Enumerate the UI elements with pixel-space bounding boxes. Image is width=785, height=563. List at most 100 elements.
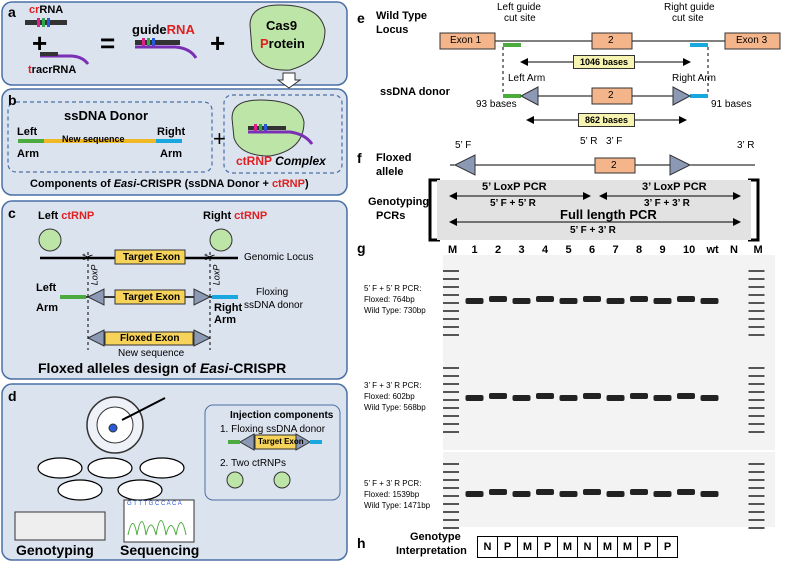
- gel-band: [465, 395, 484, 401]
- lane-label: 4: [542, 244, 549, 256]
- floxed-label: Floxed: [376, 152, 412, 164]
- lane-label: wt: [706, 244, 719, 256]
- gel-band: [653, 298, 672, 304]
- right-arm-label: Arm: [160, 148, 183, 160]
- marker-band: [443, 407, 459, 409]
- floxed-exon-label: Floxed Exon: [120, 333, 180, 344]
- gel-band: [606, 395, 625, 401]
- marker-band: [748, 503, 765, 505]
- genotype-call: P: [663, 541, 672, 553]
- marker-band: [748, 270, 765, 272]
- gel-band: [630, 296, 648, 302]
- marker-band: [748, 487, 765, 489]
- gel-band: [606, 491, 625, 497]
- loxp-left: LoxP: [89, 264, 100, 286]
- allele-label: allele: [376, 166, 404, 178]
- tracrrna-label: tracrRNA: [28, 64, 77, 76]
- gel-band: [653, 491, 672, 497]
- gel-band: [653, 395, 672, 401]
- marker-band: [443, 383, 459, 385]
- pair-5f3r: 5’ F + 3’ R: [570, 225, 616, 236]
- marker-band: [443, 375, 459, 377]
- marker-band: [748, 391, 765, 393]
- primer-5f: 5’ F: [455, 140, 472, 151]
- lane-label: 5: [565, 244, 572, 256]
- genotyping-label: Genotyping: [16, 542, 94, 558]
- bases-91: 91 bases: [711, 99, 752, 110]
- gel-band: [512, 298, 531, 304]
- locus-label: Locus: [376, 24, 409, 36]
- gel-band: [489, 296, 507, 302]
- target-exon-d: Target Exon: [258, 437, 304, 446]
- genotype-label: Genotype: [410, 531, 461, 543]
- primer-5r: 5’ R: [580, 136, 598, 147]
- marker-band: [443, 286, 459, 288]
- lane-label: 10: [683, 244, 696, 256]
- c-left-label: Left: [36, 282, 57, 294]
- crrna-label: crRNA: [29, 4, 64, 16]
- genotype-call: P: [538, 537, 558, 557]
- gel-band: [489, 393, 507, 399]
- marker-band: [748, 407, 765, 409]
- full-length-pcr: Full length PCR: [560, 207, 657, 222]
- marker-band: [748, 519, 765, 521]
- left-guide-label: Left guide: [497, 2, 541, 13]
- ctrnp-complex-label: ctRNP Complex: [236, 154, 326, 168]
- genotype-call: P: [498, 537, 518, 557]
- marker-band: [443, 495, 459, 497]
- target-exon-1: Target Exon: [123, 252, 181, 263]
- gel-band: [512, 395, 531, 401]
- panel-g-letter: g: [357, 240, 366, 256]
- marker-band: [443, 367, 459, 369]
- marker-band: [443, 487, 459, 489]
- wild-type-label: Wild Type: [376, 10, 428, 22]
- panel-a-letter: a: [8, 4, 16, 20]
- marker-band: [748, 463, 765, 465]
- gel-band: [489, 489, 507, 495]
- gel-band: [583, 296, 601, 302]
- exon2-label: 2: [608, 35, 614, 46]
- right-label: Right: [157, 126, 186, 138]
- right-guide-label: Right guide: [664, 2, 715, 13]
- marker-band: [443, 527, 459, 529]
- lane-label: 2: [495, 244, 502, 256]
- marker-band: [748, 399, 765, 401]
- marker-band: [443, 318, 459, 320]
- cas9-label: Cas9: [266, 18, 298, 33]
- marker-band: [748, 286, 765, 288]
- ctrnp-complex-shape: [231, 99, 314, 157]
- gel-band: [700, 298, 719, 304]
- sequence-trace-letters: G T T T G C C A C A: [127, 501, 182, 507]
- panel-f-letter: f: [357, 150, 362, 166]
- panel-e-letter: e: [357, 10, 365, 26]
- genotype-call: P: [638, 537, 658, 557]
- sequencing-label: Sequencing: [120, 542, 200, 558]
- bases-93: 93 bases: [476, 99, 517, 110]
- gel-band: [536, 393, 554, 399]
- c-left-arm: Arm: [36, 302, 59, 314]
- genotype-call: M: [618, 537, 638, 557]
- panel-d-drawing: [14, 396, 341, 543]
- marker-band: [748, 375, 765, 377]
- right-cut-site: cut site: [672, 13, 704, 24]
- panel-c-caption: Floxed alleles design of Easi-CRISPR: [38, 360, 287, 376]
- marker-band: [443, 334, 459, 336]
- new-sequence-c: New sequence: [118, 348, 185, 359]
- gel-band: [583, 393, 601, 399]
- guide-rna-strand: [135, 38, 198, 59]
- lane-label: 8: [636, 244, 643, 256]
- lane-label: 1: [471, 244, 478, 256]
- lane-label: M: [448, 244, 458, 256]
- lane-label: 6: [589, 244, 596, 256]
- marker-band: [443, 310, 459, 312]
- marker-band: [443, 278, 459, 280]
- marker-band: [443, 415, 459, 417]
- marker-band: [748, 383, 765, 385]
- injection-item-2: 2. Two ctRNPs: [220, 458, 286, 469]
- primer-3f: 3’ F: [606, 136, 623, 147]
- gel-band: [700, 491, 719, 497]
